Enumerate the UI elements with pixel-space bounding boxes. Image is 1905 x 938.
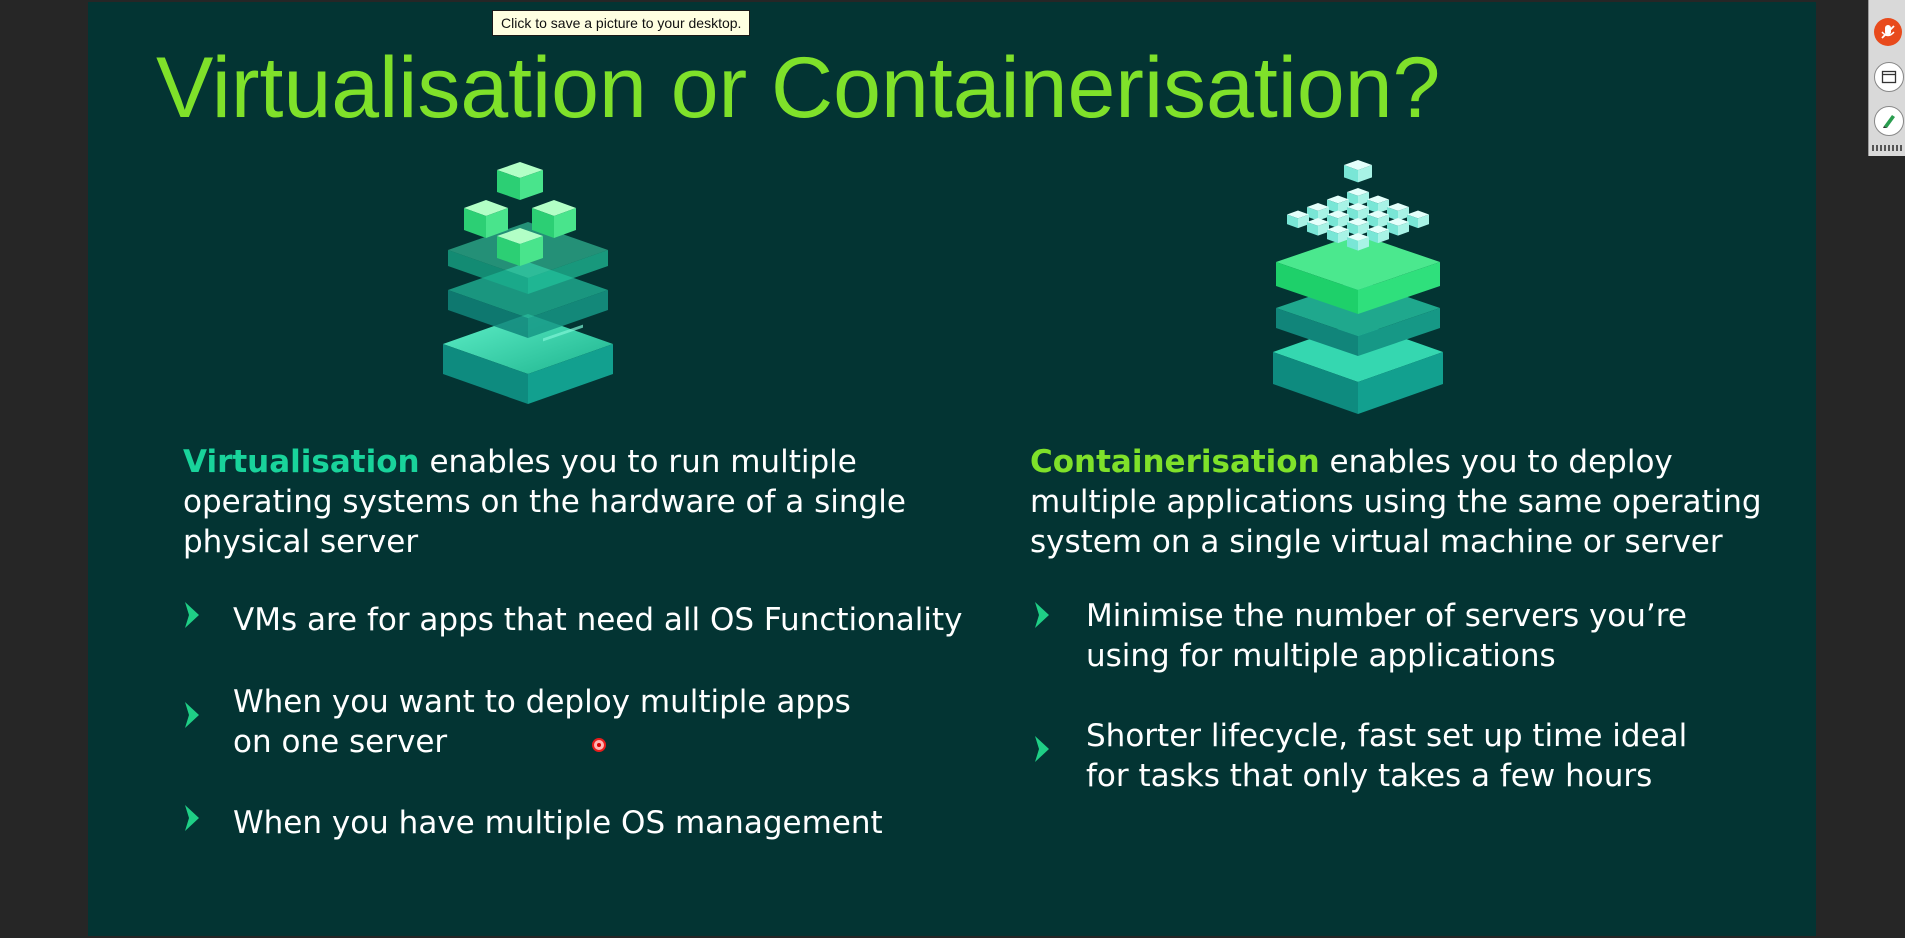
bullet-text-line-2: for tasks that only takes a few hours <box>1086 758 1653 794</box>
slide-footer-logo <box>1733 930 1813 936</box>
bullet-text: When you have multiple OS management <box>233 805 883 841</box>
bullet-text-line-2: on one server <box>233 724 448 760</box>
virtualisation-highlight: Virtualisation <box>183 444 420 480</box>
slide-title: Virtualisation or Containerisation? <box>156 40 1441 136</box>
virtual-machine-server-icon <box>443 162 613 404</box>
virtualisation-intro: Virtualisation enables you to run multip… <box>183 442 943 562</box>
chevron-right-icon <box>185 805 199 831</box>
bullet-text: VMs are for apps that need all OS Functi… <box>233 602 963 638</box>
virtualisation-intro-text: enables you to run multiple operating sy… <box>183 444 906 560</box>
toolbar-grip[interactable] <box>1871 144 1904 152</box>
save-picture-tooltip: Click to save a picture to your desktop. <box>492 10 751 36</box>
bullet-text: Shorter lifecycle, fast set up time idea… <box>1086 718 1688 754</box>
bullet-text-line-2: using for multiple applications <box>1086 638 1556 674</box>
microphone-muted-icon[interactable] <box>1874 18 1902 46</box>
chevron-right-icon <box>1035 736 1049 762</box>
bullet-text: When you want to deploy multiple apps <box>233 684 851 720</box>
virtualisation-column: Virtualisation enables you to run multip… <box>183 442 963 841</box>
chevron-right-icon <box>1035 602 1049 628</box>
window-icon[interactable] <box>1874 62 1904 92</box>
laser-pointer <box>592 738 606 752</box>
containerisation-highlight: Containerisation <box>1030 444 1320 480</box>
containerisation-column: Containerisation enables you to deploy m… <box>1030 442 1790 794</box>
presenter-toolbar <box>1868 0 1905 156</box>
container-server-icon <box>1273 160 1443 414</box>
containerisation-intro: Containerisation enables you to deploy m… <box>1030 442 1790 562</box>
pen-annotate-icon[interactable] <box>1874 106 1904 136</box>
containerisation-intro-text: enables you to deploy multiple applicati… <box>1030 444 1762 560</box>
bullet-text: Minimise the number of servers you’re <box>1086 598 1687 634</box>
presentation-slide: Virtualisation or Containerisation? <box>88 2 1816 936</box>
chevron-right-icon <box>185 602 199 628</box>
chevron-right-icon <box>185 702 199 728</box>
